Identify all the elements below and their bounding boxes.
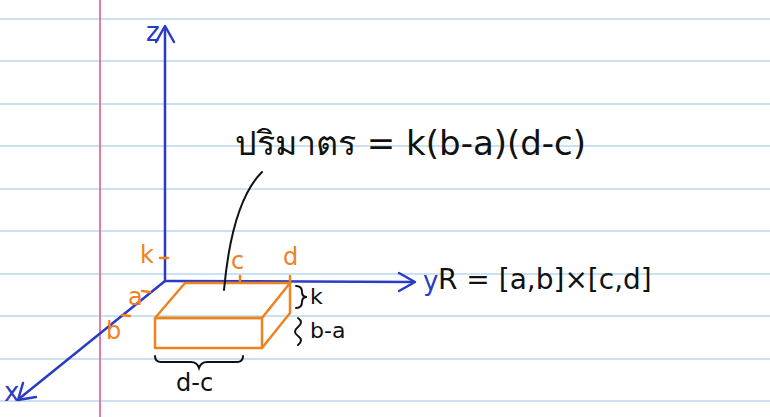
margin-line [99,0,101,417]
braces [155,172,307,368]
axis-label: x [4,378,19,408]
tick-label: b [106,318,121,346]
ruled-lines [0,19,770,401]
tick-label: k [140,242,154,270]
tick-label: a [128,284,143,312]
axis-label: z [146,18,160,48]
axis-label: y [423,267,438,297]
region-definition: R = [a,b]×[c,d] [438,264,652,296]
volume-formula: ปริมาตร = k(b-a)(d-c) [235,124,586,163]
dimension-label: k [310,284,323,309]
tick-label: c [231,248,244,276]
box-solid [122,258,290,348]
dimension-label: b-a [310,318,345,343]
dimension-label: d-c [176,370,213,398]
axes [18,26,415,400]
tick-label: d [283,244,298,272]
